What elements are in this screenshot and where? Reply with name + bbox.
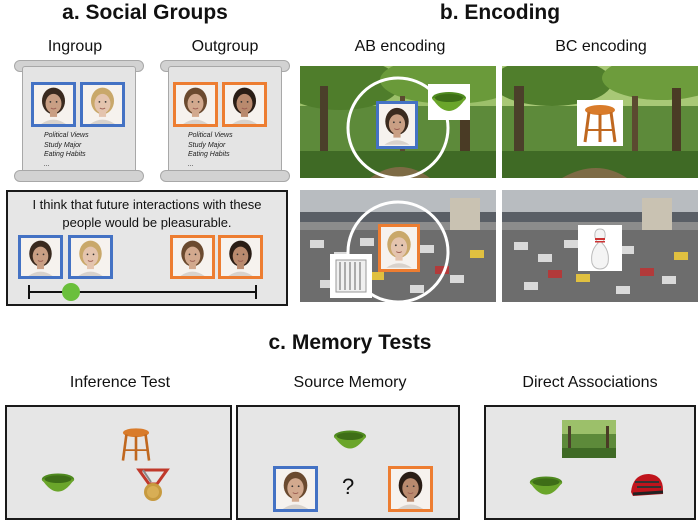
rating-ingroup-face-1 — [18, 235, 63, 279]
forest-scene-bc — [502, 66, 698, 178]
source-outgroup-face — [388, 466, 433, 512]
ab-encoding-circles — [346, 76, 450, 304]
green-bowl-icon — [330, 423, 370, 457]
face-portrait-icon — [277, 469, 314, 509]
source-ingroup-face — [273, 466, 318, 512]
green-bowl-icon — [526, 468, 566, 504]
rating-question: I think that future interactions with th… — [32, 197, 262, 230]
inference-test-panel — [5, 405, 232, 520]
ab-traffic-face — [378, 224, 420, 272]
forest-scene-thumbnail — [562, 420, 616, 458]
medal-icon — [133, 466, 173, 504]
face-portrait-icon — [23, 238, 58, 276]
face-portrait-icon — [226, 85, 263, 124]
question-mark: ? — [342, 474, 355, 499]
bowling-pin-icon — [578, 225, 622, 271]
outgroup-traits: Political Views Study Major Eating Habit… — [188, 132, 233, 168]
face-portrait-icon — [392, 469, 429, 509]
wooden-stool-icon — [577, 100, 623, 146]
encoding-title: b. Encoding — [439, 1, 561, 24]
outgroup-face-1 — [173, 82, 218, 127]
radiator-icon — [330, 254, 372, 298]
face-portrait-icon — [175, 238, 210, 276]
rating-ingroup-face-2 — [68, 235, 113, 279]
outgroup-face-2 — [222, 82, 267, 127]
source-memory-label: Source Memory — [293, 374, 407, 391]
face-portrait-icon — [84, 85, 121, 124]
slider-right-cap — [255, 285, 257, 299]
rating-outgroup-face-2 — [218, 235, 263, 279]
ingroup-face-1 — [31, 82, 76, 127]
bc-encoding-label: BC encoding — [555, 38, 647, 55]
memory-tests-title: c. Memory Tests — [268, 331, 432, 354]
inference-test-label: Inference Test — [69, 374, 171, 391]
rating-slider[interactable] — [28, 282, 257, 302]
ingroup-face-2 — [80, 82, 125, 127]
scroll-curl-bottom — [160, 170, 290, 182]
ab-forest-face — [376, 101, 418, 149]
face-portrait-icon — [177, 85, 214, 124]
face-portrait-icon — [35, 85, 72, 124]
green-bowl-icon — [38, 465, 78, 501]
slider-knob[interactable] — [61, 283, 80, 301]
direct-associations-label: Direct Associations — [522, 374, 658, 391]
ingroup-label: Ingroup — [47, 38, 103, 55]
rating-outgroup-face-1 — [170, 235, 215, 279]
green-bowl-icon — [428, 84, 470, 120]
bike-helmet-icon — [627, 470, 667, 502]
wooden-stool-icon — [116, 424, 156, 464]
face-portrait-icon — [379, 105, 415, 145]
social-groups-title: a. Social Groups — [62, 1, 228, 24]
face-portrait-icon — [223, 238, 258, 276]
ingroup-traits: Political Views Study Major Eating Habit… — [44, 132, 89, 168]
face-portrait-icon — [73, 238, 108, 276]
ab-encoding-label: AB encoding — [354, 38, 446, 55]
scroll-curl-bottom — [14, 170, 144, 182]
slider-left-cap — [28, 285, 30, 299]
outgroup-label: Outgroup — [191, 38, 259, 55]
slider-track — [28, 291, 257, 293]
face-portrait-icon — [381, 228, 417, 268]
